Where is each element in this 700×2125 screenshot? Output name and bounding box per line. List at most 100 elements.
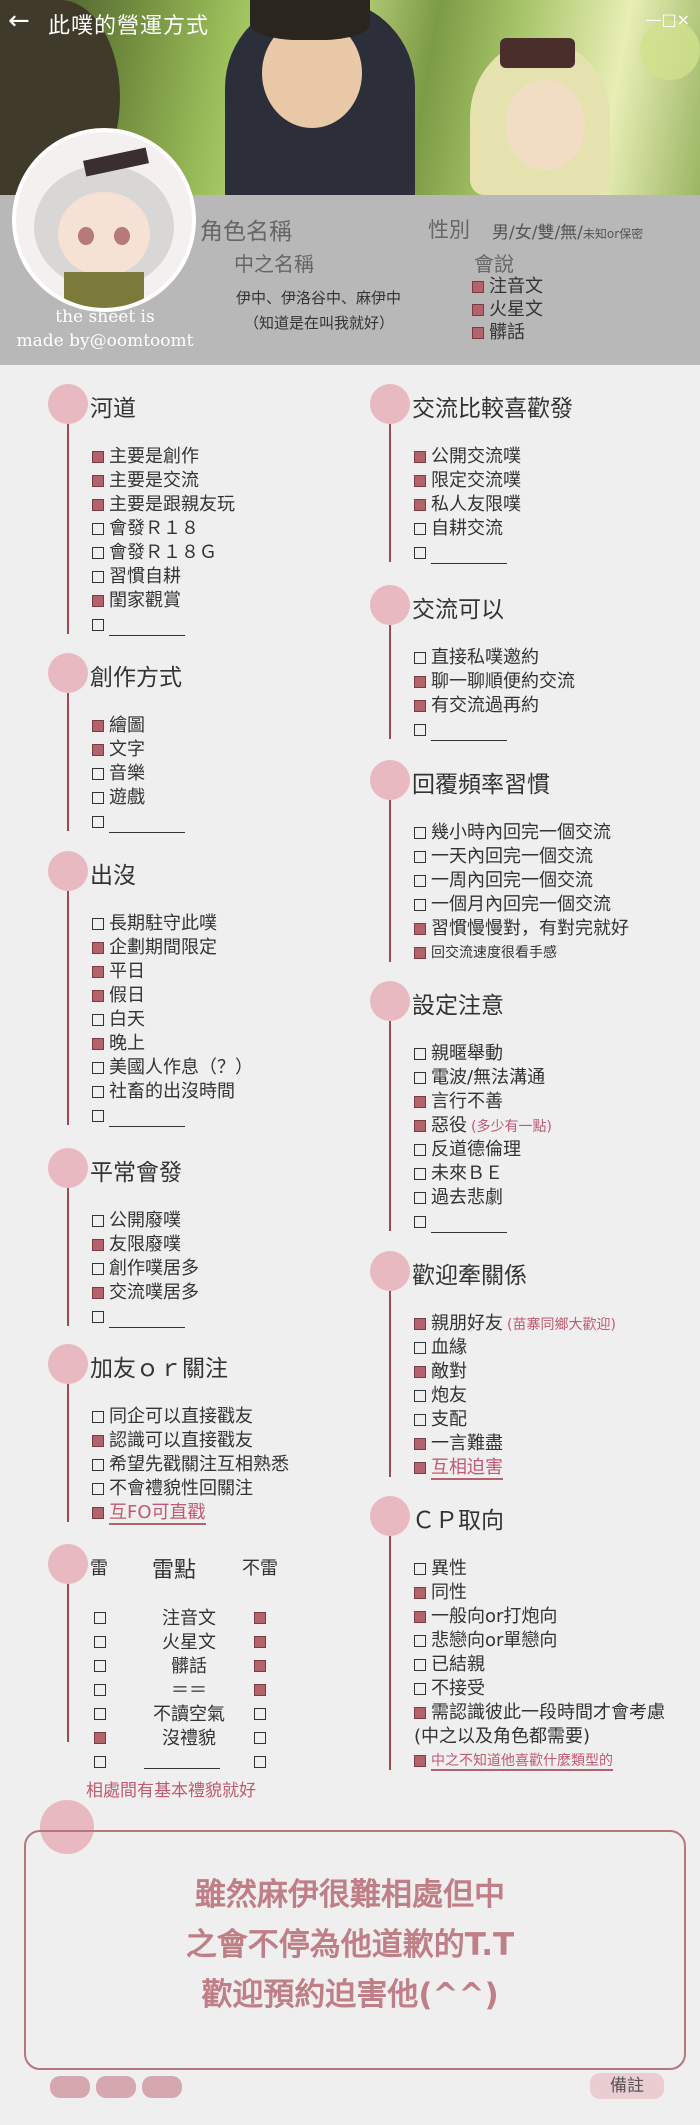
checkbox[interactable]	[414, 1438, 426, 1450]
checkbox[interactable]	[414, 1120, 426, 1132]
checkbox[interactable]	[92, 744, 104, 756]
bulei-checkbox[interactable]	[254, 1684, 266, 1696]
checkbox[interactable]	[92, 1110, 104, 1122]
checkbox[interactable]	[414, 1072, 426, 1084]
checkbox[interactable]	[92, 816, 104, 828]
checkbox[interactable]	[92, 1287, 104, 1299]
checkbox[interactable]	[92, 1062, 104, 1074]
checkbox[interactable]	[92, 1014, 104, 1026]
checkbox[interactable]	[92, 595, 104, 607]
notes-tab[interactable]: 備註	[590, 2073, 664, 2099]
checkbox[interactable]	[92, 1215, 104, 1227]
bulei-checkbox[interactable]	[254, 1756, 266, 1768]
lei-checkbox[interactable]	[94, 1636, 106, 1648]
checkbox[interactable]	[472, 281, 484, 293]
checkbox[interactable]	[414, 1707, 426, 1719]
back-arrow-icon[interactable]: ←	[8, 6, 30, 36]
checkbox[interactable]	[92, 918, 104, 930]
checkbox[interactable]	[92, 990, 104, 1002]
checkbox[interactable]	[414, 1755, 426, 1767]
checkbox[interactable]	[414, 851, 426, 863]
checkbox[interactable]	[414, 676, 426, 688]
checkbox[interactable]	[414, 1192, 426, 1204]
checkbox[interactable]	[92, 720, 104, 732]
checkbox[interactable]	[92, 1507, 104, 1519]
checkbox[interactable]	[414, 1366, 426, 1378]
checkbox[interactable]	[414, 451, 426, 463]
checkbox[interactable]	[414, 1563, 426, 1575]
checkbox[interactable]	[472, 304, 484, 316]
checkbox[interactable]	[414, 1659, 426, 1671]
checkbox[interactable]	[414, 499, 426, 511]
checkbox[interactable]	[92, 1038, 104, 1050]
checkbox[interactable]	[414, 1144, 426, 1156]
checkbox[interactable]	[414, 1390, 426, 1402]
checkbox[interactable]	[472, 327, 484, 339]
checkbox[interactable]	[414, 875, 426, 887]
checkbox[interactable]	[92, 547, 104, 559]
footer-tab-3[interactable]	[142, 2076, 182, 2098]
footer-tab-2[interactable]	[96, 2076, 136, 2098]
checkbox[interactable]	[92, 451, 104, 463]
lei-checkbox[interactable]	[94, 1612, 106, 1624]
checkbox[interactable]	[92, 1411, 104, 1423]
bulei-checkbox[interactable]	[254, 1708, 266, 1720]
checkbox[interactable]	[414, 923, 426, 935]
lei-checkbox[interactable]	[94, 1660, 106, 1672]
list-item-label: 遊戲	[109, 787, 145, 808]
lei-checkbox[interactable]	[94, 1684, 106, 1696]
checkbox[interactable]	[414, 1318, 426, 1330]
footer-tab-1[interactable]	[50, 2076, 90, 2098]
checkbox[interactable]	[414, 1414, 426, 1426]
checkbox[interactable]	[92, 1311, 104, 1323]
checkbox[interactable]	[92, 523, 104, 535]
checkbox[interactable]	[414, 1216, 426, 1228]
blank-line	[431, 724, 507, 741]
list-item	[414, 719, 507, 741]
checkbox[interactable]	[414, 724, 426, 736]
checkbox[interactable]	[92, 619, 104, 631]
checkbox[interactable]	[414, 523, 426, 535]
checkbox[interactable]	[92, 475, 104, 487]
checkbox[interactable]	[414, 947, 426, 959]
checkbox[interactable]	[92, 1086, 104, 1098]
checkbox[interactable]	[414, 1462, 426, 1474]
lei-checkbox[interactable]	[94, 1708, 106, 1720]
checkbox[interactable]	[414, 1587, 426, 1599]
checkbox[interactable]	[414, 1635, 426, 1647]
bulei-checkbox[interactable]	[254, 1660, 266, 1672]
checkbox[interactable]	[92, 1483, 104, 1495]
lei-checkbox[interactable]	[94, 1756, 106, 1768]
checkbox[interactable]	[92, 768, 104, 780]
checkbox[interactable]	[92, 1239, 104, 1251]
checkbox[interactable]	[414, 700, 426, 712]
checkbox[interactable]	[414, 1168, 426, 1180]
checkbox[interactable]	[414, 1096, 426, 1108]
checkbox[interactable]	[92, 499, 104, 511]
list-item: 會發Ｒ１８	[92, 518, 199, 540]
checkbox[interactable]	[92, 966, 104, 978]
checkbox[interactable]	[92, 571, 104, 583]
checkbox[interactable]	[414, 1048, 426, 1060]
checkbox[interactable]	[92, 1459, 104, 1471]
lei-checkbox[interactable]	[94, 1732, 106, 1744]
checkbox[interactable]	[92, 792, 104, 804]
bulei-checkbox[interactable]	[254, 1612, 266, 1624]
window-controls[interactable]: —□×	[645, 10, 690, 29]
blank-line	[109, 1311, 185, 1328]
bulei-checkbox[interactable]	[254, 1732, 266, 1744]
list-item-label: 平日	[109, 961, 145, 982]
checkbox[interactable]	[414, 652, 426, 664]
checkbox[interactable]	[414, 899, 426, 911]
checkbox[interactable]	[414, 827, 426, 839]
checkbox[interactable]	[414, 547, 426, 559]
checkbox[interactable]	[414, 1611, 426, 1623]
checkbox[interactable]	[414, 1683, 426, 1695]
checkbox[interactable]	[92, 942, 104, 954]
checkbox[interactable]	[414, 475, 426, 487]
checkbox[interactable]	[92, 1435, 104, 1447]
checkbox[interactable]	[92, 1263, 104, 1275]
bulei-checkbox[interactable]	[254, 1636, 266, 1648]
checkbox[interactable]	[414, 1342, 426, 1354]
list-item-label: 主要是跟親友玩	[109, 494, 235, 515]
